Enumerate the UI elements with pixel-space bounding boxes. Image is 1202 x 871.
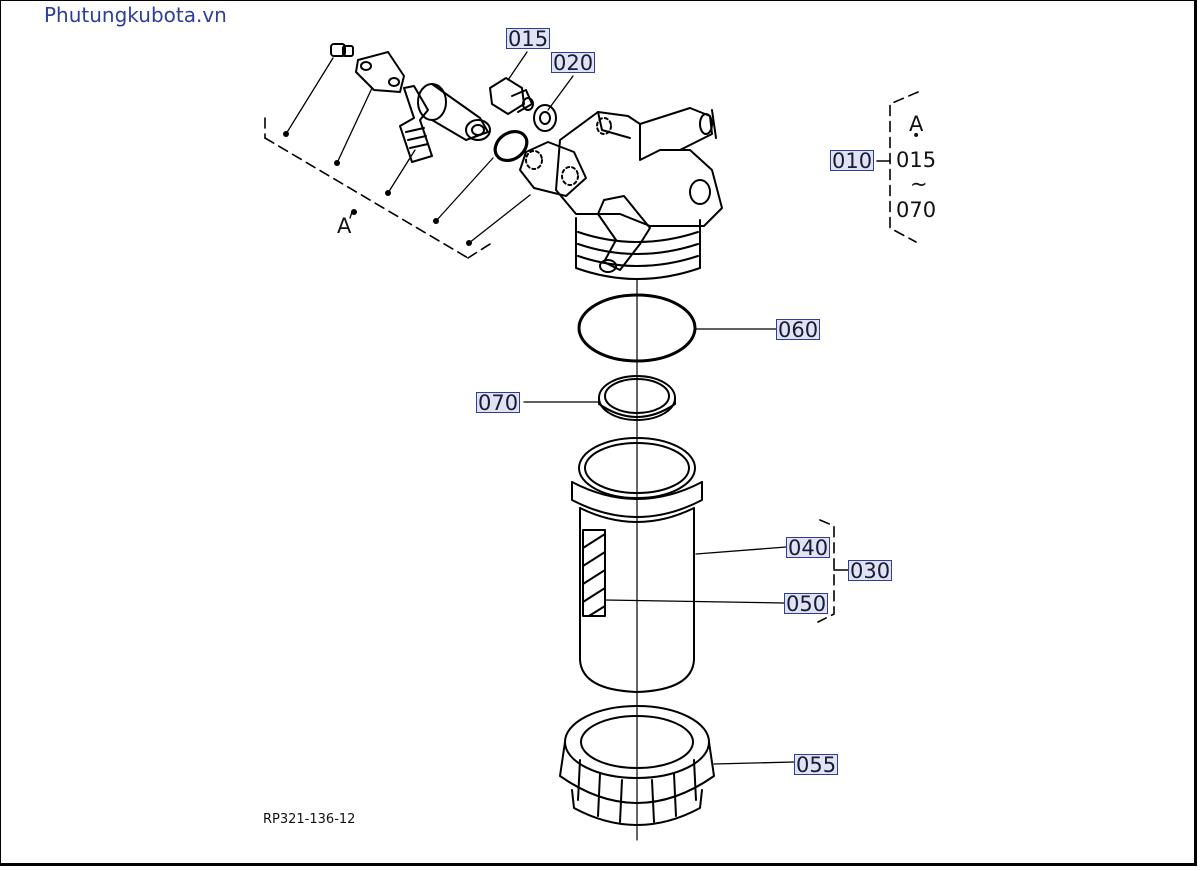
callout-030[interactable]: 030 <box>848 559 893 583</box>
filter-head-part <box>519 107 723 280</box>
callout-055[interactable]: 055 <box>794 753 839 777</box>
callout-060[interactable]: 060 <box>776 318 821 342</box>
ring-070-part <box>598 375 676 421</box>
leader-040 <box>695 546 787 555</box>
clamp-plate-part <box>355 51 405 93</box>
leader-050 <box>604 599 785 604</box>
leader-055 <box>713 761 795 765</box>
bracket-030 <box>817 519 849 623</box>
cock-lever-part <box>399 85 433 163</box>
leader-015 <box>507 51 528 81</box>
callout-040[interactable]: 040 <box>786 536 831 560</box>
leader-020 <box>547 75 574 111</box>
o-ring-060-part <box>577 293 697 363</box>
callout-010[interactable]: 010 <box>830 149 875 173</box>
callout-050[interactable]: 050 <box>784 592 829 616</box>
group-bracket-right <box>876 91 919 243</box>
callout-015[interactable]: 015 <box>506 27 551 51</box>
group-note-from: 015 <box>896 148 937 172</box>
subassembly-a-bracket <box>264 117 491 259</box>
drawing-reference: RP321-136-12 <box>263 812 356 827</box>
leader-dots <box>283 131 472 246</box>
filter-bowl-040-part <box>571 437 703 693</box>
group-note-letter: A <box>909 112 924 136</box>
group-note-dot: • <box>912 128 921 144</box>
group-note-tilde: ~ <box>910 172 928 196</box>
subassembly-label-a: A <box>337 214 352 238</box>
fitting-015-part <box>489 77 534 115</box>
small-o-ring-part <box>493 129 529 163</box>
group-note-to: 070 <box>896 198 937 222</box>
cock-plug-part <box>417 83 491 141</box>
callout-070[interactable]: 070 <box>476 391 521 415</box>
subassembly-leaders <box>285 57 531 244</box>
washer-020-part <box>533 104 557 132</box>
site-watermark[interactable]: Phutungkubota.vn <box>44 3 227 27</box>
ring-nut-055-part <box>559 705 715 826</box>
bolt-part <box>330 43 354 57</box>
callout-020[interactable]: 020 <box>551 51 596 75</box>
